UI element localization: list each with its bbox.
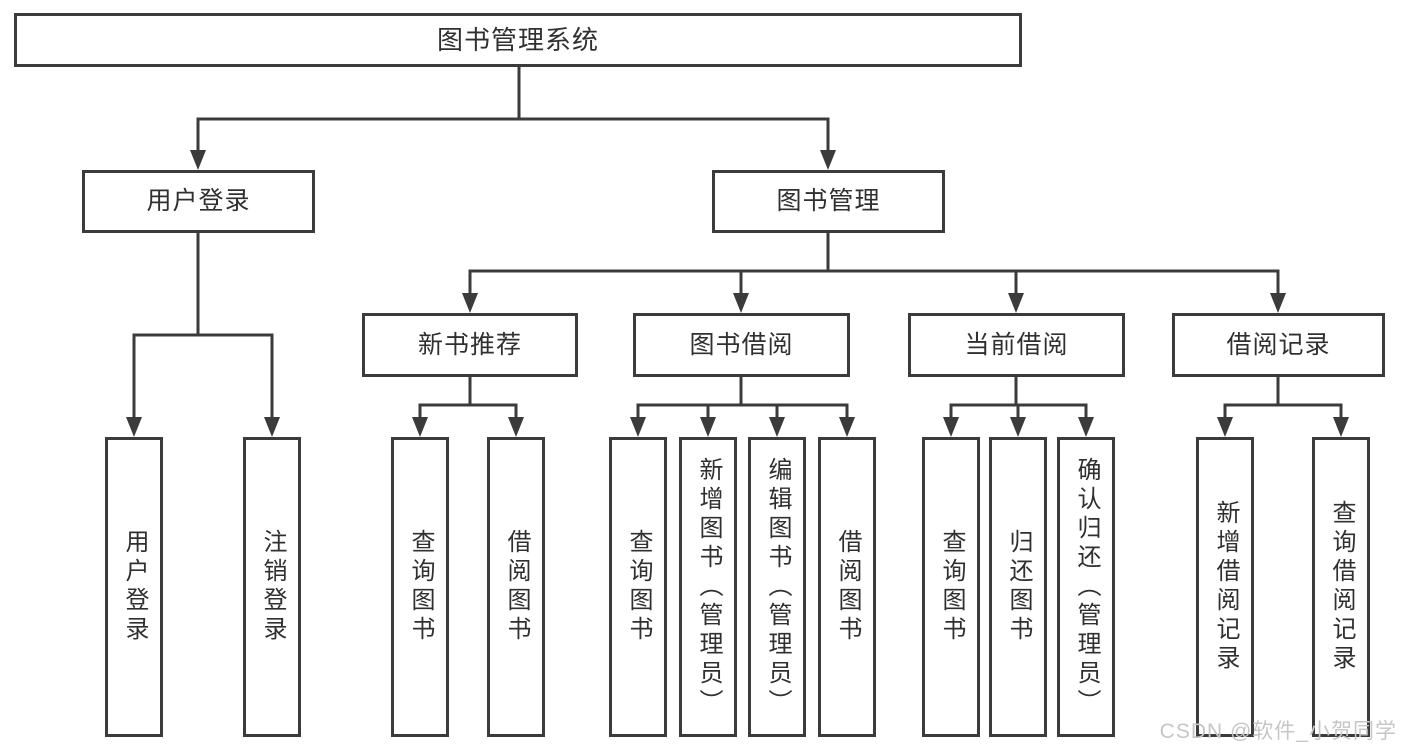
arrow-down-icon [943,417,959,437]
arrow-down-icon [733,293,749,313]
node-leaf-borrow-books: 借阅图书 [818,437,876,737]
node-new-book-recommend: 新书推荐 [362,313,578,377]
csdn-watermark: CSDN @软件_小贺同学 [1159,720,1397,743]
arrow-down-icon [1270,293,1286,313]
node-leaf-add-borrow-record: 新增借阅记录 [1196,437,1254,737]
node-user-login: 用户登录 [82,170,315,233]
arrow-down-icon [1217,417,1233,437]
arrow-down-icon [190,150,206,170]
arrow-down-icon [1010,417,1026,437]
node-leaf-add-books-admin: 新增图书（管理员） [679,437,737,737]
node-book-borrowing: 图书借阅 [633,313,850,377]
arrow-down-icon [126,417,142,437]
arrow-down-icon [1078,417,1094,437]
arrow-down-icon [412,417,428,437]
node-leaf-query-borrow-record: 查询借阅记录 [1312,437,1370,737]
arrow-down-icon [839,417,855,437]
tree-edges [132,67,1343,421]
arrow-down-icons [126,150,1349,437]
arrow-down-icon [462,293,478,313]
node-current-borrowing: 当前借阅 [908,313,1125,377]
node-leaf-user-login: 用户登录 [105,437,163,737]
node-leaf-query-books-borrowing: 查询图书 [609,437,667,737]
arrow-down-icon [769,417,785,437]
node-book-management: 图书管理 [712,170,945,233]
arrow-down-icon [1008,293,1024,313]
node-library-management-system: 图书管理系统 [14,13,1022,67]
node-leaf-logout: 注销登录 [243,437,301,737]
arrow-down-icon [820,150,836,170]
arrow-down-icon [700,417,716,437]
node-leaf-query-books-current: 查询图书 [922,437,980,737]
node-leaf-query-books-recommend: 查询图书 [391,437,449,737]
node-leaf-borrow-books-recommend: 借阅图书 [487,437,545,737]
arrow-down-icon [264,417,280,437]
arrow-down-icon [630,417,646,437]
node-leaf-edit-books-admin: 编辑图书（管理员） [748,437,806,737]
node-leaf-return-books: 归还图书 [989,437,1047,737]
node-leaf-confirm-return-admin: 确认归还（管理员） [1057,437,1115,737]
node-borrowing-records: 借阅记录 [1172,313,1385,377]
arrow-down-icon [1333,417,1349,437]
arrow-down-icon [508,417,524,437]
